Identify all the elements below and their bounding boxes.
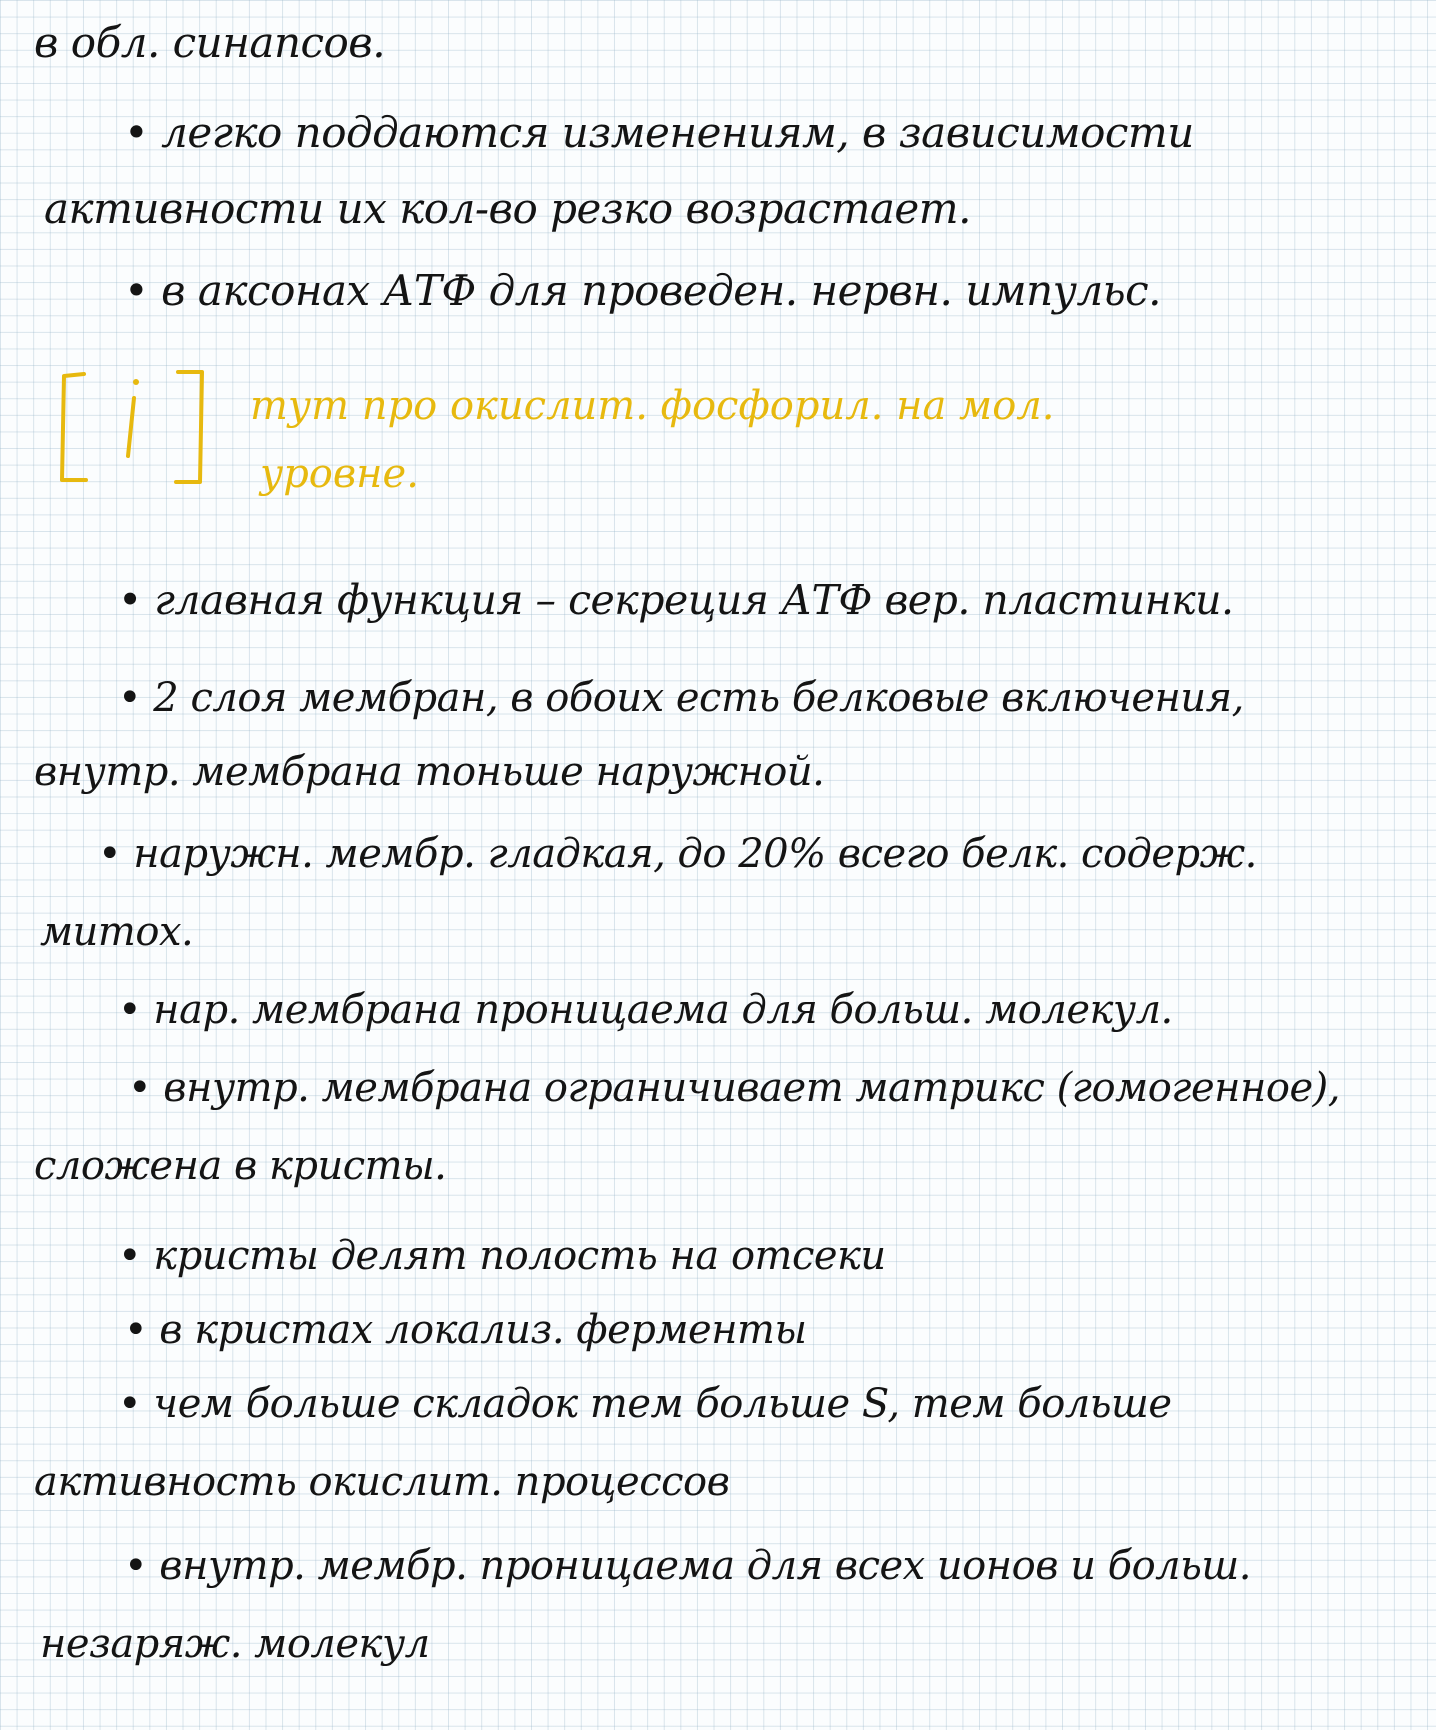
note-line-17: • внутр. мембр. проницаема для всех ионо… bbox=[124, 1543, 1252, 1589]
note-line-15: • чем больше складок тем больше S, тем б… bbox=[118, 1381, 1172, 1427]
note-line-1: в обл. синапсов. bbox=[34, 18, 386, 67]
note-line-18: незаряж. молекул bbox=[40, 1621, 430, 1667]
info-note-line-2: уровне. bbox=[260, 451, 419, 497]
note-line-6: • 2 слоя мембран, в обоих есть белковые … bbox=[118, 675, 1244, 721]
note-line-13: • кристы делят полость на отсеки bbox=[118, 1233, 886, 1279]
note-line-7: внутр. мембрана тоньше наружной. bbox=[34, 749, 825, 795]
note-line-10: • нар. мембрана проницаема для больш. мо… bbox=[118, 987, 1173, 1033]
info-note: тут про окислит. фосфорил. на мол. уровн… bbox=[50, 360, 1250, 510]
note-line-4: • в аксонах АТФ для проведен. нервн. имп… bbox=[124, 266, 1162, 315]
note-line-8: • наружн. мембр. гладкая, до 20% всего б… bbox=[98, 831, 1257, 877]
note-line-3: активности их кол-во резко возрастает. bbox=[44, 184, 971, 233]
note-line-9: митох. bbox=[40, 909, 194, 955]
note-line-12: сложена в кристы. bbox=[34, 1143, 447, 1189]
info-note-line-1: тут про окислит. фосфорил. на мол. bbox=[250, 383, 1055, 429]
note-line-14: • в кристах локализ. ферменты bbox=[124, 1307, 807, 1353]
note-line-16: активность окислит. процессов bbox=[34, 1459, 730, 1505]
note-line-11: • внутр. мембрана ограничивает матрикс (… bbox=[128, 1065, 1340, 1111]
info-bracket-icon bbox=[60, 370, 204, 484]
note-line-5: • главная функция – секреция АТФ вер. пл… bbox=[118, 576, 1234, 624]
note-line-2: • легко поддаются изменениям, в зависимо… bbox=[124, 108, 1194, 157]
